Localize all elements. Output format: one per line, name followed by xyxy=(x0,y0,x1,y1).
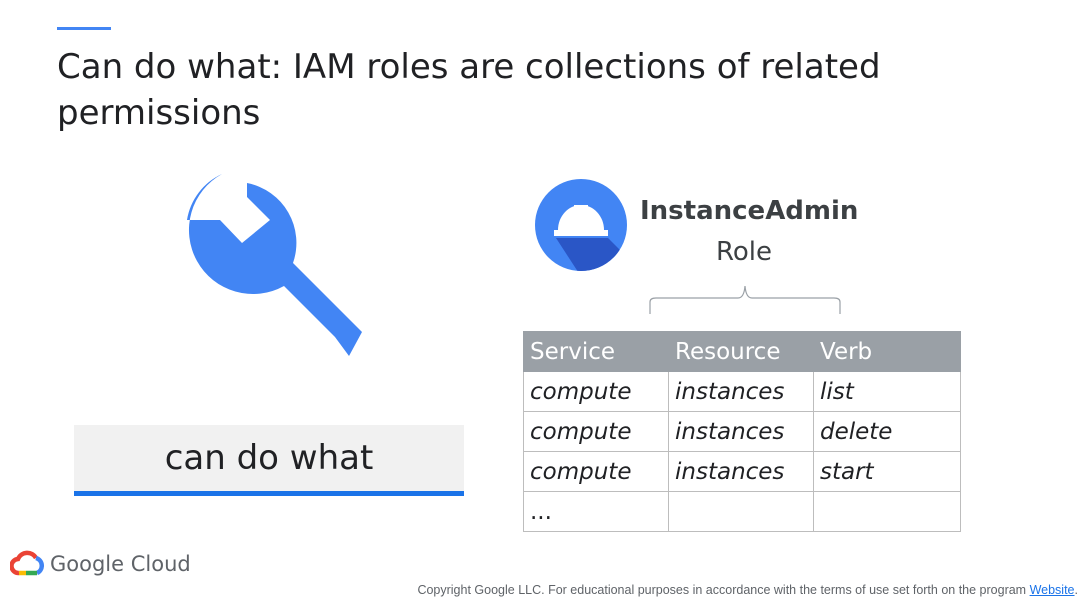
google-cloud-wordmark: Google Cloud xyxy=(50,552,191,576)
header-verb: Verb xyxy=(813,331,961,372)
can-do-what-box: can do what xyxy=(74,425,464,496)
hard-hat-icon xyxy=(535,179,627,271)
header-resource: Resource xyxy=(668,331,814,372)
permissions-table: Service Resource Verb compute instances … xyxy=(523,331,961,532)
wrench-icon xyxy=(187,174,362,356)
cell-service: compute xyxy=(523,411,669,452)
table-row: compute instances delete xyxy=(523,411,961,452)
table-row: compute instances start xyxy=(523,451,961,492)
copyright-text: Copyright Google LLC. For educational pu… xyxy=(417,583,1030,597)
header-service: Service xyxy=(523,331,669,372)
role-name: InstanceAdmin xyxy=(640,196,859,226)
slide-title: Can do what: IAM roles are collections o… xyxy=(57,47,881,133)
cell-resource: instances xyxy=(668,371,814,412)
title-accent-bar xyxy=(57,27,111,30)
table-row: ... xyxy=(523,491,961,532)
table-row: compute instances list xyxy=(523,371,961,412)
google-cloud-logo-icon xyxy=(10,550,44,576)
cell-service: compute xyxy=(523,451,669,492)
cell-resource xyxy=(668,491,814,532)
cell-verb xyxy=(813,491,961,532)
cell-verb: delete xyxy=(813,411,961,452)
cell-service: compute xyxy=(523,371,669,412)
cell-verb: start xyxy=(813,451,961,492)
cell-resource: instances xyxy=(668,451,814,492)
copyright-period: . xyxy=(1074,583,1078,597)
cell-resource: instances xyxy=(668,411,814,452)
website-link[interactable]: Website xyxy=(1029,583,1075,597)
table-header-row: Service Resource Verb xyxy=(523,331,961,372)
copyright-notice: Copyright Google LLC. For educational pu… xyxy=(417,583,1078,597)
cell-verb: list xyxy=(813,371,961,412)
curly-brace xyxy=(649,285,841,314)
google-cloud-logo: Google Cloud xyxy=(10,549,191,579)
role-kind-label: Role xyxy=(715,237,773,267)
can-do-what-label: can do what xyxy=(164,438,374,478)
cell-service: ... xyxy=(523,491,669,532)
